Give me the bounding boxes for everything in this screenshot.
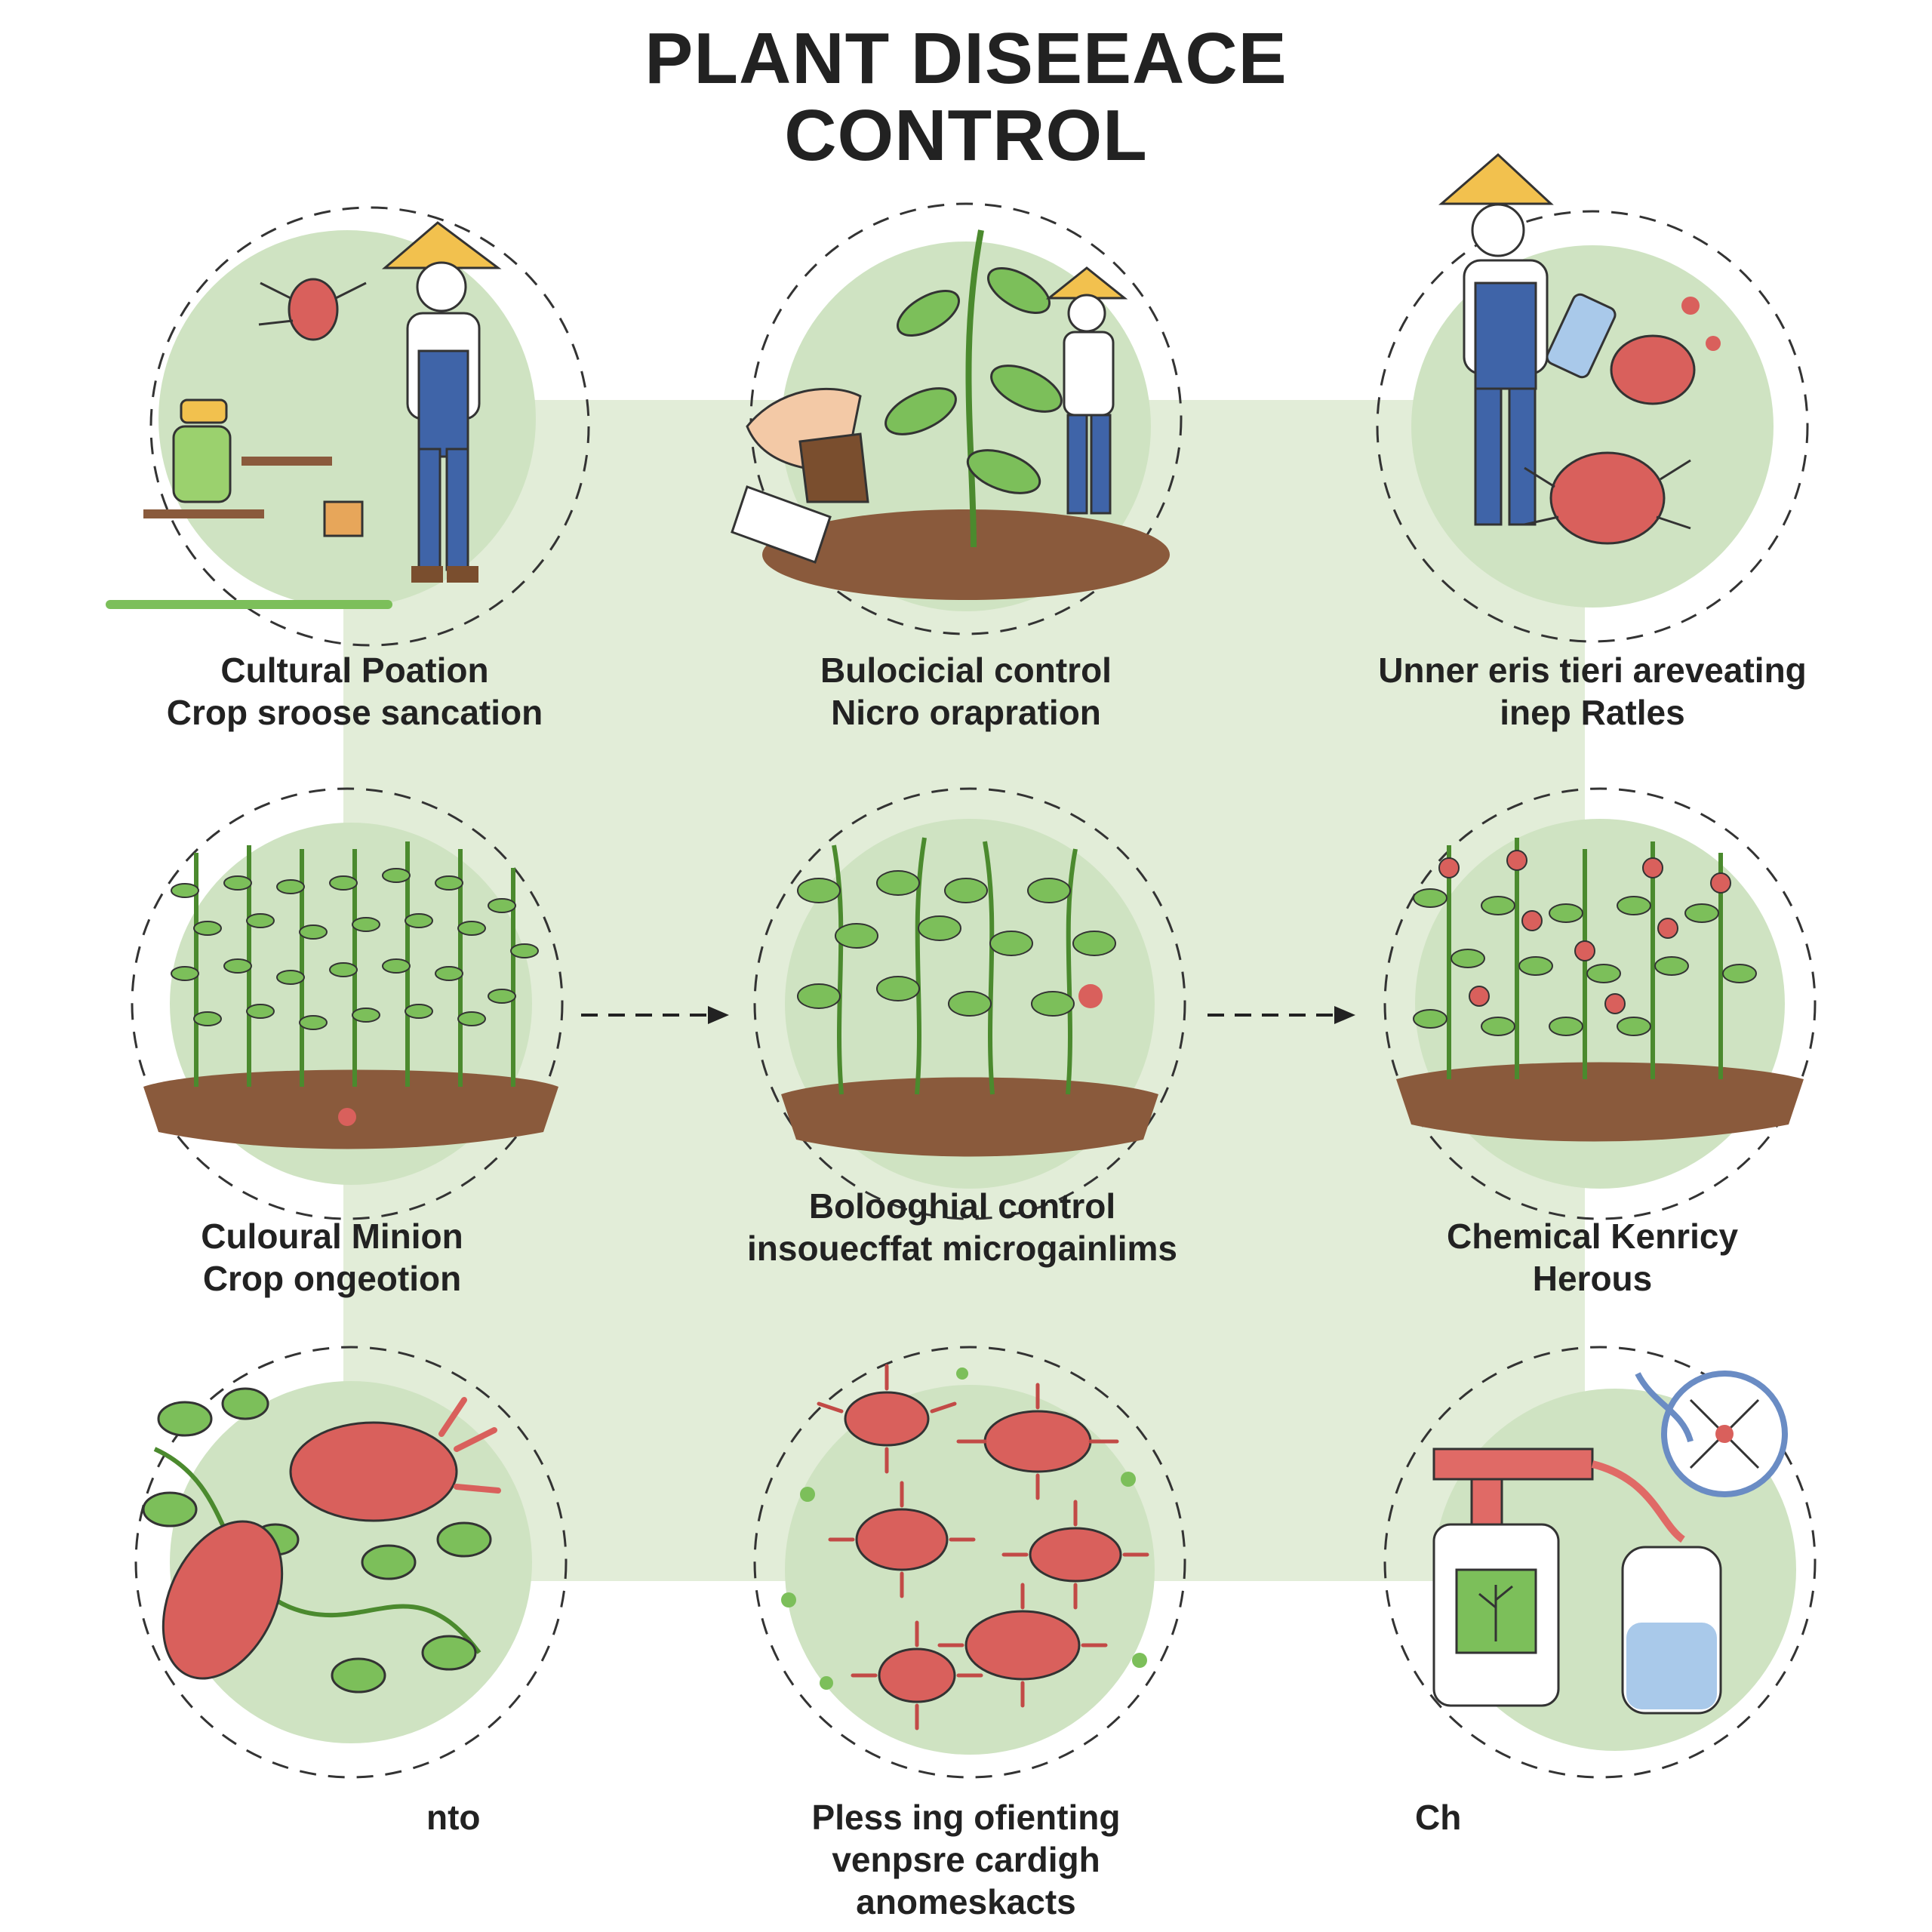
panel-infected-vines-illustration <box>125 1336 592 1804</box>
caption-line: Culoural Minion <box>201 1217 463 1256</box>
seedling-in-hands-icon <box>731 202 1183 635</box>
panel-biological-illustration <box>731 200 1200 668</box>
caption-line: inep Ratles <box>1500 693 1685 732</box>
farmer-spraying-icon <box>1376 152 1809 643</box>
flow-arrow-icon <box>1208 1006 1355 1024</box>
crop-rows-icon <box>131 787 564 1220</box>
caption-line: Ch <box>1415 1798 1462 1837</box>
farmer-planting-icon <box>106 206 590 647</box>
panel-crop-rows-illustration <box>121 777 589 1245</box>
page-title-line-2: CONTROL <box>784 95 1148 176</box>
flow-arrow-icon <box>581 1006 729 1024</box>
microorganisms-icon <box>753 1346 1186 1779</box>
panel-sprayer-illustration <box>1366 1328 1834 1796</box>
caption-line: Bulocicial control <box>820 651 1112 690</box>
caption-line: Nicro orapration <box>831 693 1101 732</box>
panel-healthy-plants-illustration <box>736 777 1204 1245</box>
caption-line: Cultural Poation <box>220 651 489 690</box>
caption-biological-control: Bulocicial control Nicro orapration <box>732 649 1200 734</box>
caption-line: Crop sroose sancation <box>166 693 543 732</box>
page-title-line-1: PLANT DISEEACE <box>645 18 1287 99</box>
caption-line: nto <box>426 1798 481 1837</box>
caption-pless-ing: Pless ing ofienting venpsre cardigh anom… <box>732 1796 1200 1923</box>
infected-vines-icon <box>134 1346 568 1779</box>
caption-partial-ch: Ch <box>1415 1796 1566 1838</box>
panel-spraying-illustration <box>1358 152 1826 668</box>
sprayer-bottle-icon <box>1383 1346 1817 1779</box>
caption-line: anomeskacts <box>856 1882 1076 1921</box>
caption-chemical-kenricy: Chemical Kenricy Herous <box>1358 1215 1826 1300</box>
caption-partial-nto: nto <box>426 1796 577 1838</box>
caption-chemical-repelling: Unner eris tieri areveating inep Ratles <box>1358 649 1826 734</box>
caption-line: Crop ongeotion <box>202 1259 462 1298</box>
caption-line: Pless ing ofienting <box>811 1798 1121 1837</box>
caption-line: Chemical Kenricy <box>1446 1217 1739 1256</box>
caption-line: Bolooghial control <box>808 1186 1116 1226</box>
panel-microorganisms-illustration <box>736 1328 1204 1796</box>
caption-line: venpsre cardigh <box>832 1840 1100 1879</box>
panel-diseased-plants-illustration <box>1366 777 1834 1245</box>
caption-biological-microorganisms: Bolooghial control insouecffat microgain… <box>728 1185 1196 1269</box>
caption-line: insouecffat microgainlims <box>746 1229 1177 1268</box>
healthy-plants-icon <box>753 787 1186 1220</box>
caption-line: Unner eris tieri areveating <box>1378 651 1807 690</box>
caption-cultural-minion: Culoural Minion Crop ongeotion <box>98 1215 566 1300</box>
panel-cultural-illustration <box>106 200 590 668</box>
diseased-plants-icon <box>1383 787 1817 1220</box>
caption-cultural-poation: Cultural Poation Crop sroose sancation <box>121 649 589 734</box>
caption-line: Herous <box>1532 1259 1653 1298</box>
